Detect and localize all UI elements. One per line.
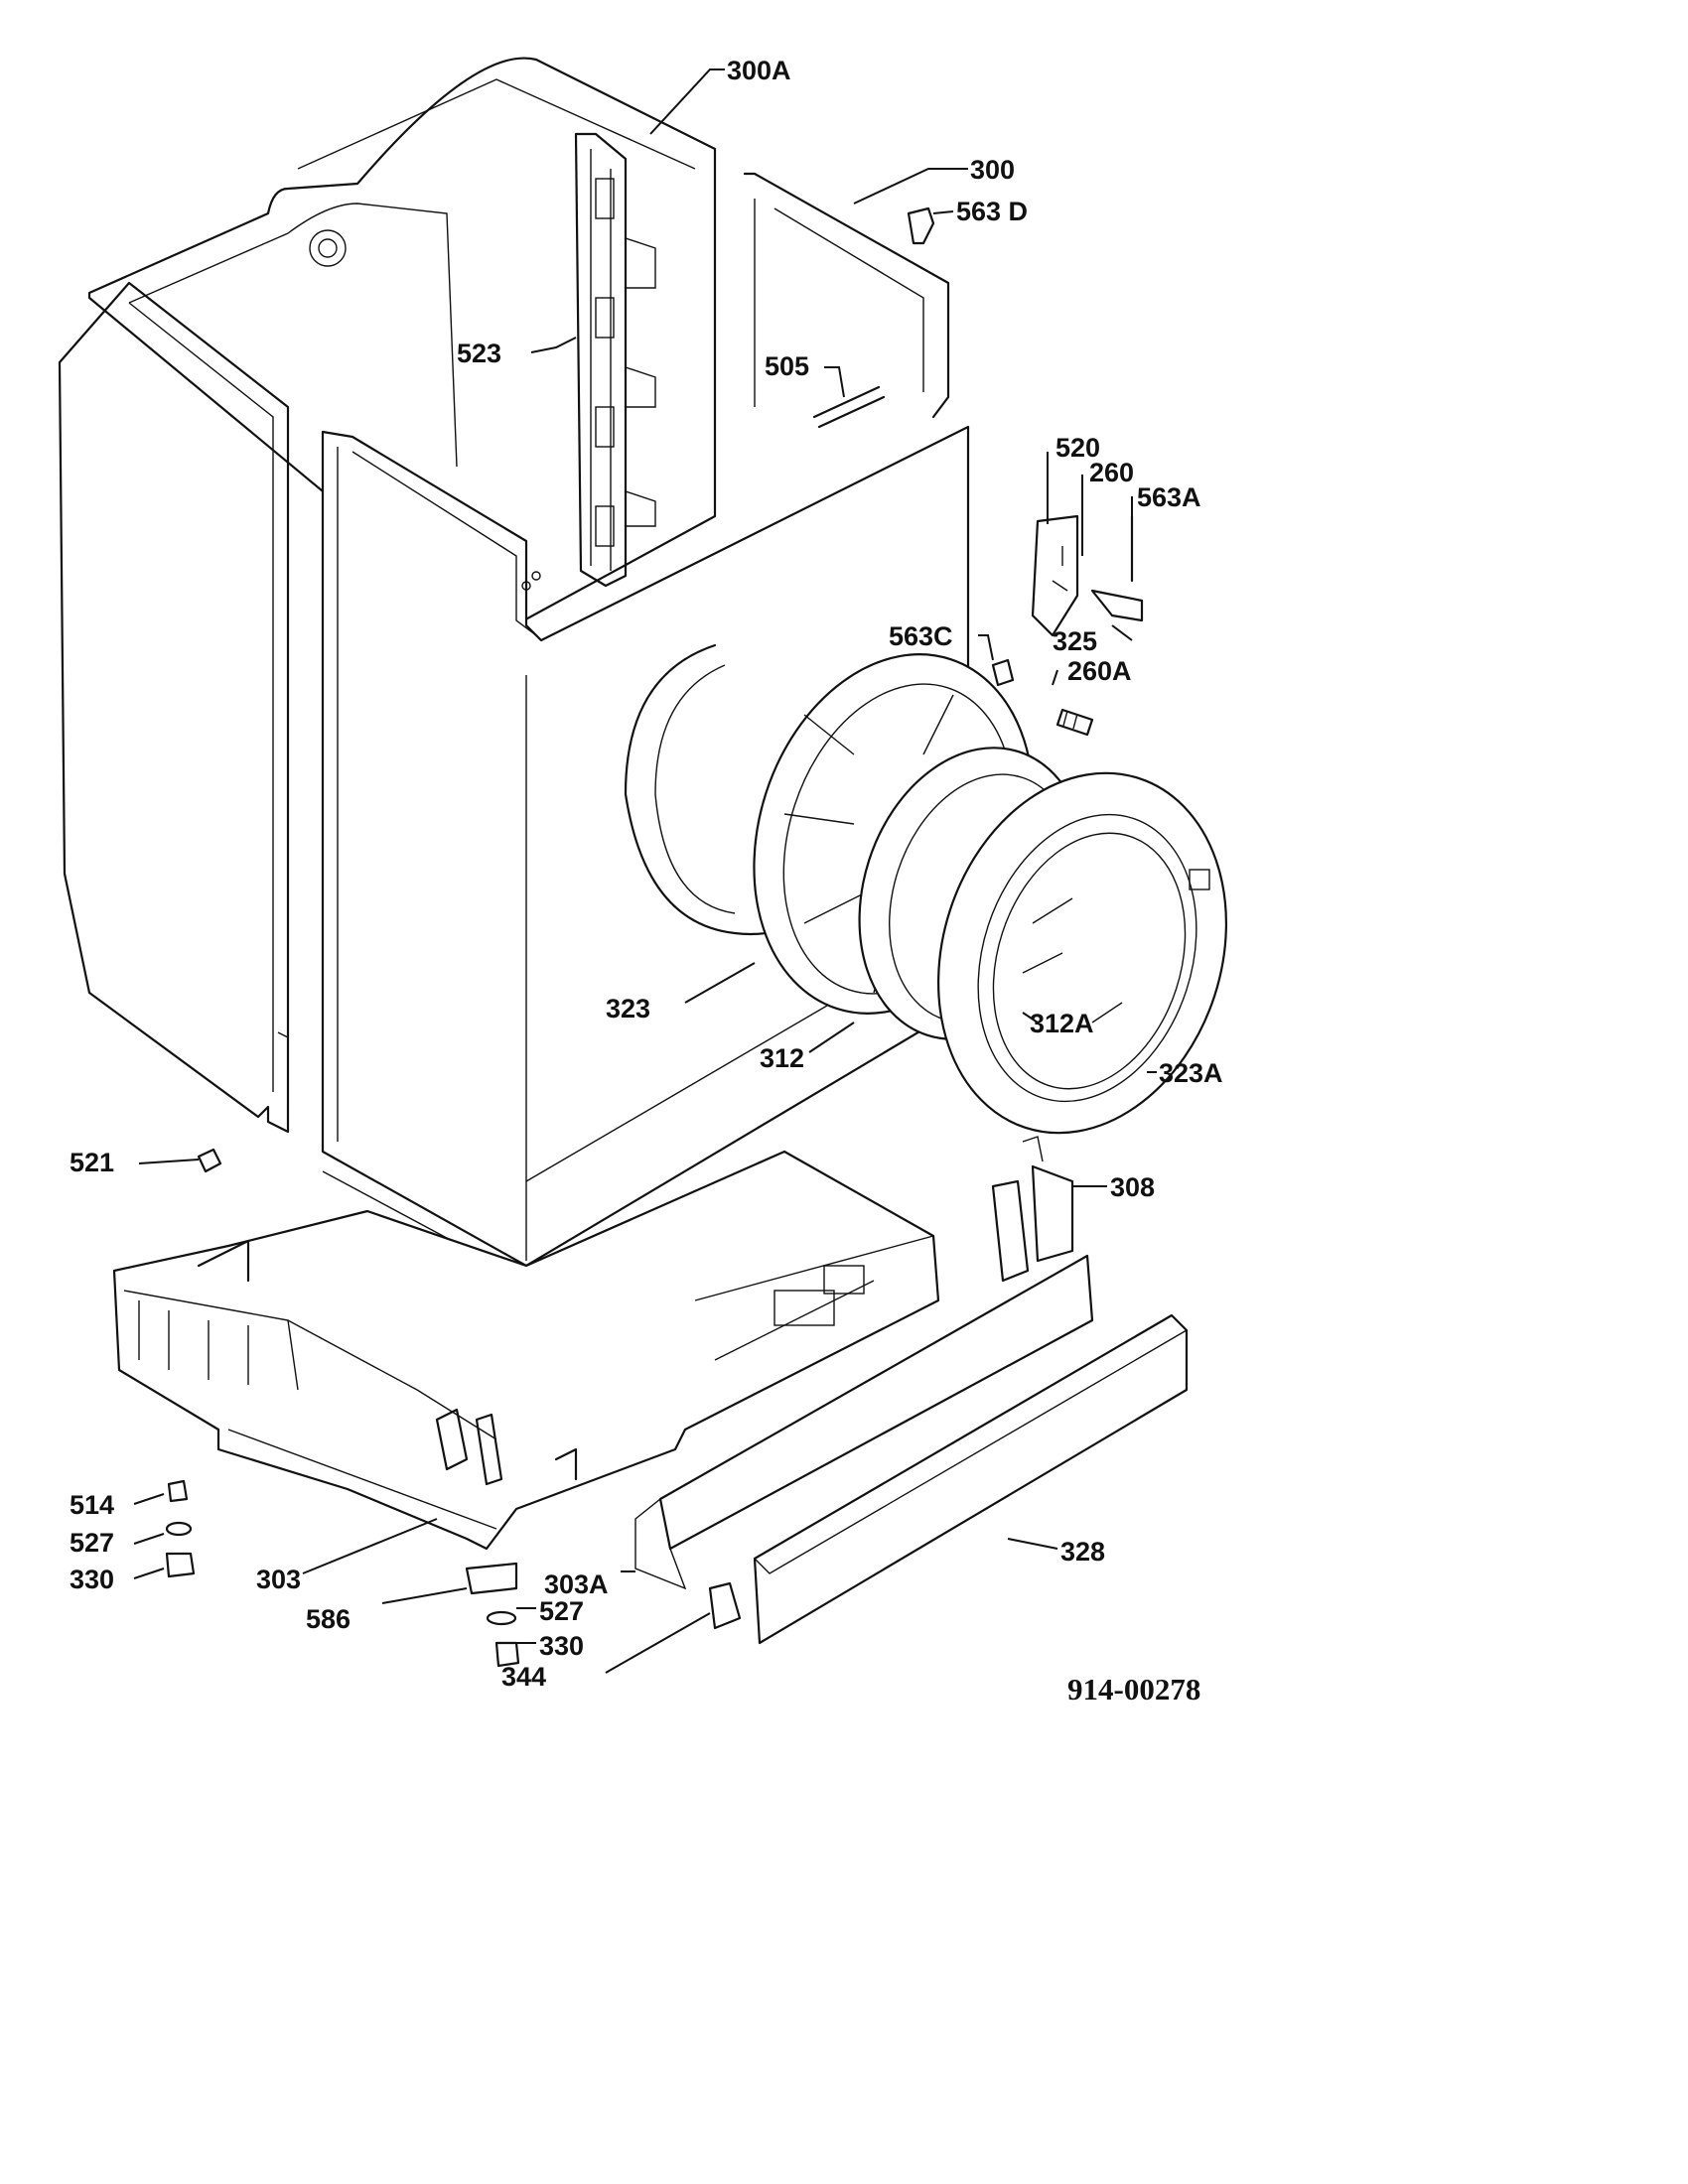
porthole-door-icon <box>753 653 1228 1135</box>
label-330-left: 330 <box>70 1565 114 1594</box>
label-563c: 563C <box>889 621 953 651</box>
label-520: 520 <box>1055 433 1100 463</box>
label-514: 514 <box>70 1490 114 1520</box>
leader-lines <box>133 68 1157 1674</box>
label-300a: 300A <box>727 56 791 85</box>
label-323: 323 <box>606 994 650 1024</box>
label-325: 325 <box>1053 626 1097 656</box>
foot-parts-icon <box>165 1479 742 1668</box>
screw-521-icon <box>197 1148 222 1173</box>
label-563a: 563A <box>1137 482 1201 512</box>
label-260: 260 <box>1089 458 1134 487</box>
rail-523-icon <box>574 132 656 588</box>
label-328: 328 <box>1060 1537 1105 1567</box>
label-586: 586 <box>306 1604 351 1634</box>
label-521: 521 <box>70 1148 114 1177</box>
label-300: 300 <box>970 155 1015 185</box>
rod-505-icon <box>812 385 886 429</box>
label-563d: 563 D <box>956 197 1028 226</box>
label-303: 303 <box>256 1565 301 1594</box>
plinth-panel-icon <box>634 1254 1189 1645</box>
label-505: 505 <box>765 351 809 381</box>
label-330-right: 330 <box>539 1631 584 1661</box>
label-527-left: 527 <box>70 1528 114 1558</box>
cabinet-frame-icon <box>58 57 950 1134</box>
label-523: 523 <box>457 339 501 368</box>
label-344: 344 <box>501 1662 546 1692</box>
door-latch-icon <box>991 514 1144 737</box>
label-303a: 303A <box>544 1570 609 1599</box>
label-260a: 260A <box>1067 656 1132 686</box>
label-312a: 312A <box>1030 1009 1094 1038</box>
hinge-308-icon <box>991 1136 1074 1283</box>
label-323a: 323A <box>1159 1058 1223 1088</box>
label-527-right: 527 <box>539 1596 584 1626</box>
label-312: 312 <box>760 1043 804 1073</box>
callout-labels: 300A 300 563 D 523 505 520 260 563A 325 … <box>70 56 1223 1706</box>
drawing-code: 914-00278 <box>1067 1672 1200 1706</box>
screw-563d-icon <box>907 206 935 245</box>
label-308: 308 <box>1110 1172 1155 1202</box>
base-frame-icon <box>112 1150 940 1551</box>
